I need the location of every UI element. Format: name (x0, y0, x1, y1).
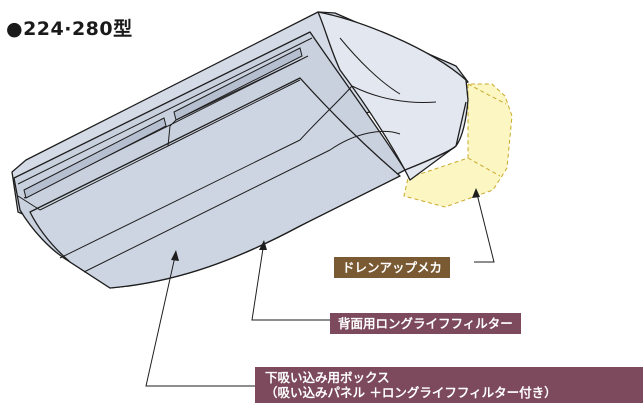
drain-mechanism-highlight (403, 83, 513, 208)
leader-lines (145, 189, 495, 387)
intake-box-label-line1: 下吸い込み用ボックス (265, 370, 390, 385)
intake-box-label: 下吸い込み用ボックス （吸い込みパネル ＋ロングライフフィルター付き） (255, 367, 643, 403)
drain-leader-line (474, 189, 495, 263)
intake-box-label-line2: （吸い込みパネル ＋ロングライフフィルター付き） (265, 385, 557, 400)
leader-arrowheads (171, 188, 480, 261)
drain-mechanism-label: ドレンアップメカ (334, 257, 451, 278)
louver-grooves (23, 47, 303, 199)
drain-arrowhead (472, 188, 480, 198)
ceiling-unit-body (11, 11, 469, 289)
unit-detail-lines (17, 37, 437, 273)
filter-leader-line (251, 241, 330, 321)
rear-filter-label: 背面用ロングライフフィルター (330, 313, 521, 334)
filter-arrowhead (259, 240, 267, 250)
intake-box-leader-line (145, 251, 255, 387)
diagram-title: ●224·280型 (6, 18, 133, 40)
intake-box-arrowhead (171, 250, 179, 261)
